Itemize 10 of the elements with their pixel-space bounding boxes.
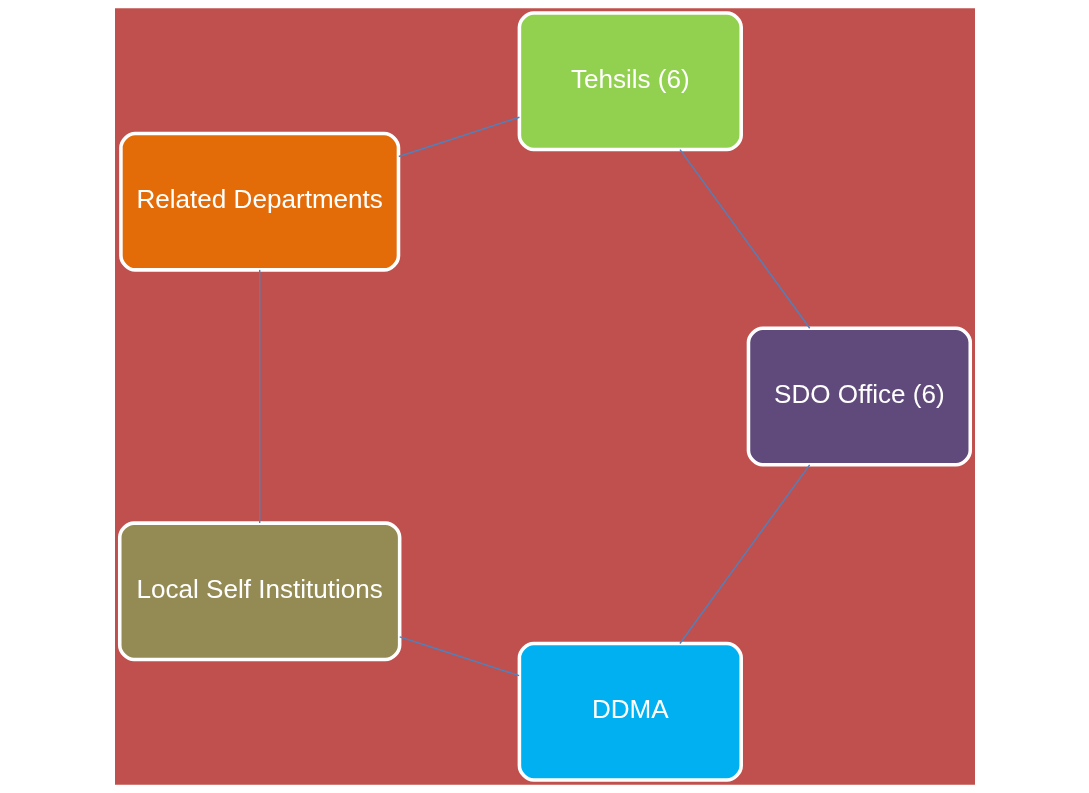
connector: [397, 116, 520, 158]
connector: [258, 269, 260, 524]
node-box: Related Departments: [118, 131, 400, 272]
node-box: Tehsils (6): [517, 11, 743, 152]
node-box: DDMA: [517, 641, 743, 782]
connector: [398, 636, 520, 677]
connector: [678, 148, 810, 329]
connector: [678, 464, 810, 645]
node-box: SDO Office (6): [746, 326, 972, 467]
node-box: Local Self Institutions: [117, 521, 401, 662]
